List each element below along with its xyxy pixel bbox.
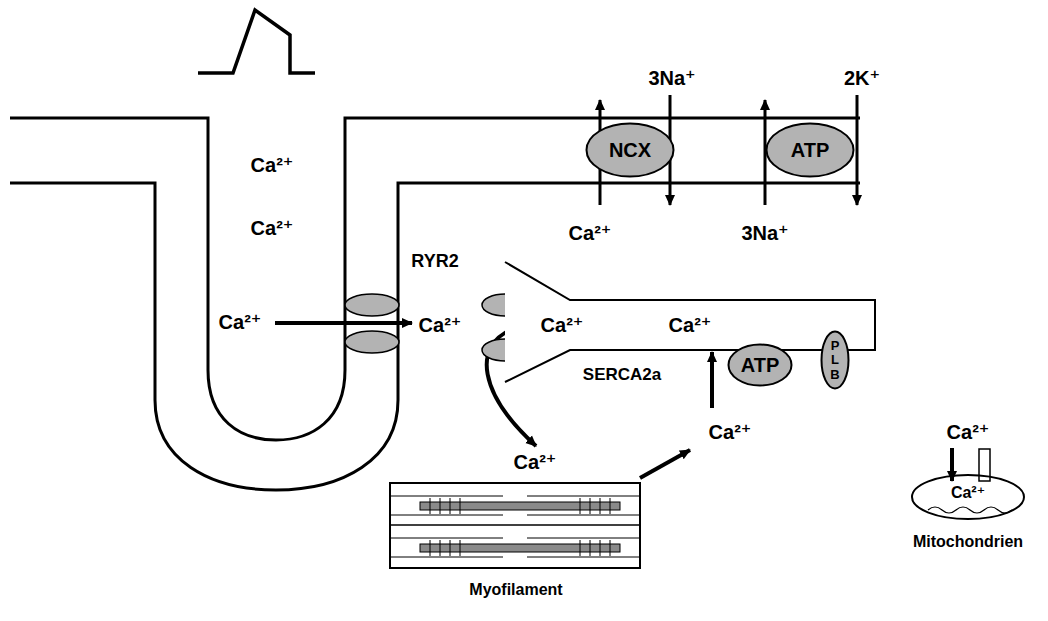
serca-uptake-arrow [710,352,714,408]
ion-label: Ca²⁺ [567,222,614,244]
ellipse-outline [912,475,1024,519]
reticulum-outline [505,262,875,382]
actin-filament [527,538,640,539]
mitochondrion-ellipse: Ca²⁺ Mitochondrien [903,472,1033,564]
actin-filament [390,515,503,516]
serca-ellipse: ATP [727,343,793,387]
node-text: Ca²⁺ [951,484,985,502]
ion-label: Ca²⁺ [417,314,464,336]
box-outline [390,483,640,568]
actin-filament [527,557,640,558]
sarcolemma-outer [10,118,860,440]
phospholamban-ellipse: P L B [820,330,850,390]
actin-filament [390,538,503,539]
node-text: Ca²⁺ [669,314,712,336]
action-potential [198,10,315,73]
ion-label: 3Na⁺ [646,67,697,89]
ellipse-outline [767,124,854,177]
reticulum-shape: Ca²⁺ Ca²⁺ [505,262,875,382]
node-text: ATP [741,354,780,376]
cross-bridges [430,498,610,556]
actin-filament [390,557,503,558]
ion-label: Ca²⁺ [249,217,296,239]
ellipse-outline [822,332,849,389]
l-type-channel [345,331,399,353]
node-text: Mitochondrien [913,533,1023,551]
transport-arrow [856,95,859,205]
ion-label: Ca²⁺ [249,154,296,176]
ion-label: Ca²⁺ [512,451,559,473]
ellipse-outline [729,345,792,386]
node-text: P L B [829,339,842,382]
sarcomere-divider [390,524,640,526]
ion-label: Ca²⁺ [217,311,264,333]
ion-label: SERCA2a [581,366,663,385]
pump-ellipse: ATP [765,122,855,178]
ion-label: Ca²⁺ [945,421,992,443]
calcium-influx-arrow [275,321,412,325]
exchanger-ellipse: NCX [585,122,675,178]
myofilament-box: Myofilament [390,480,642,604]
node-text: ATP [791,139,830,161]
ellipse-outline [587,124,674,177]
node-text: NCX [609,139,651,161]
calcium-return-arrow [640,450,690,478]
mito-cristae [928,507,1012,513]
ion-label: Ca²⁺ [707,421,754,443]
l-type-channel [345,294,399,316]
actin-filament [527,515,640,516]
actin-filament [527,496,640,497]
ion-label: 3Na⁺ [739,222,790,244]
node-text: Ca²⁺ [541,314,584,336]
ion-label: 2K⁺ [842,67,882,89]
node-text: Myofilament [469,581,562,599]
ion-label: RYR2 [409,252,460,272]
actin-filament [390,496,503,497]
